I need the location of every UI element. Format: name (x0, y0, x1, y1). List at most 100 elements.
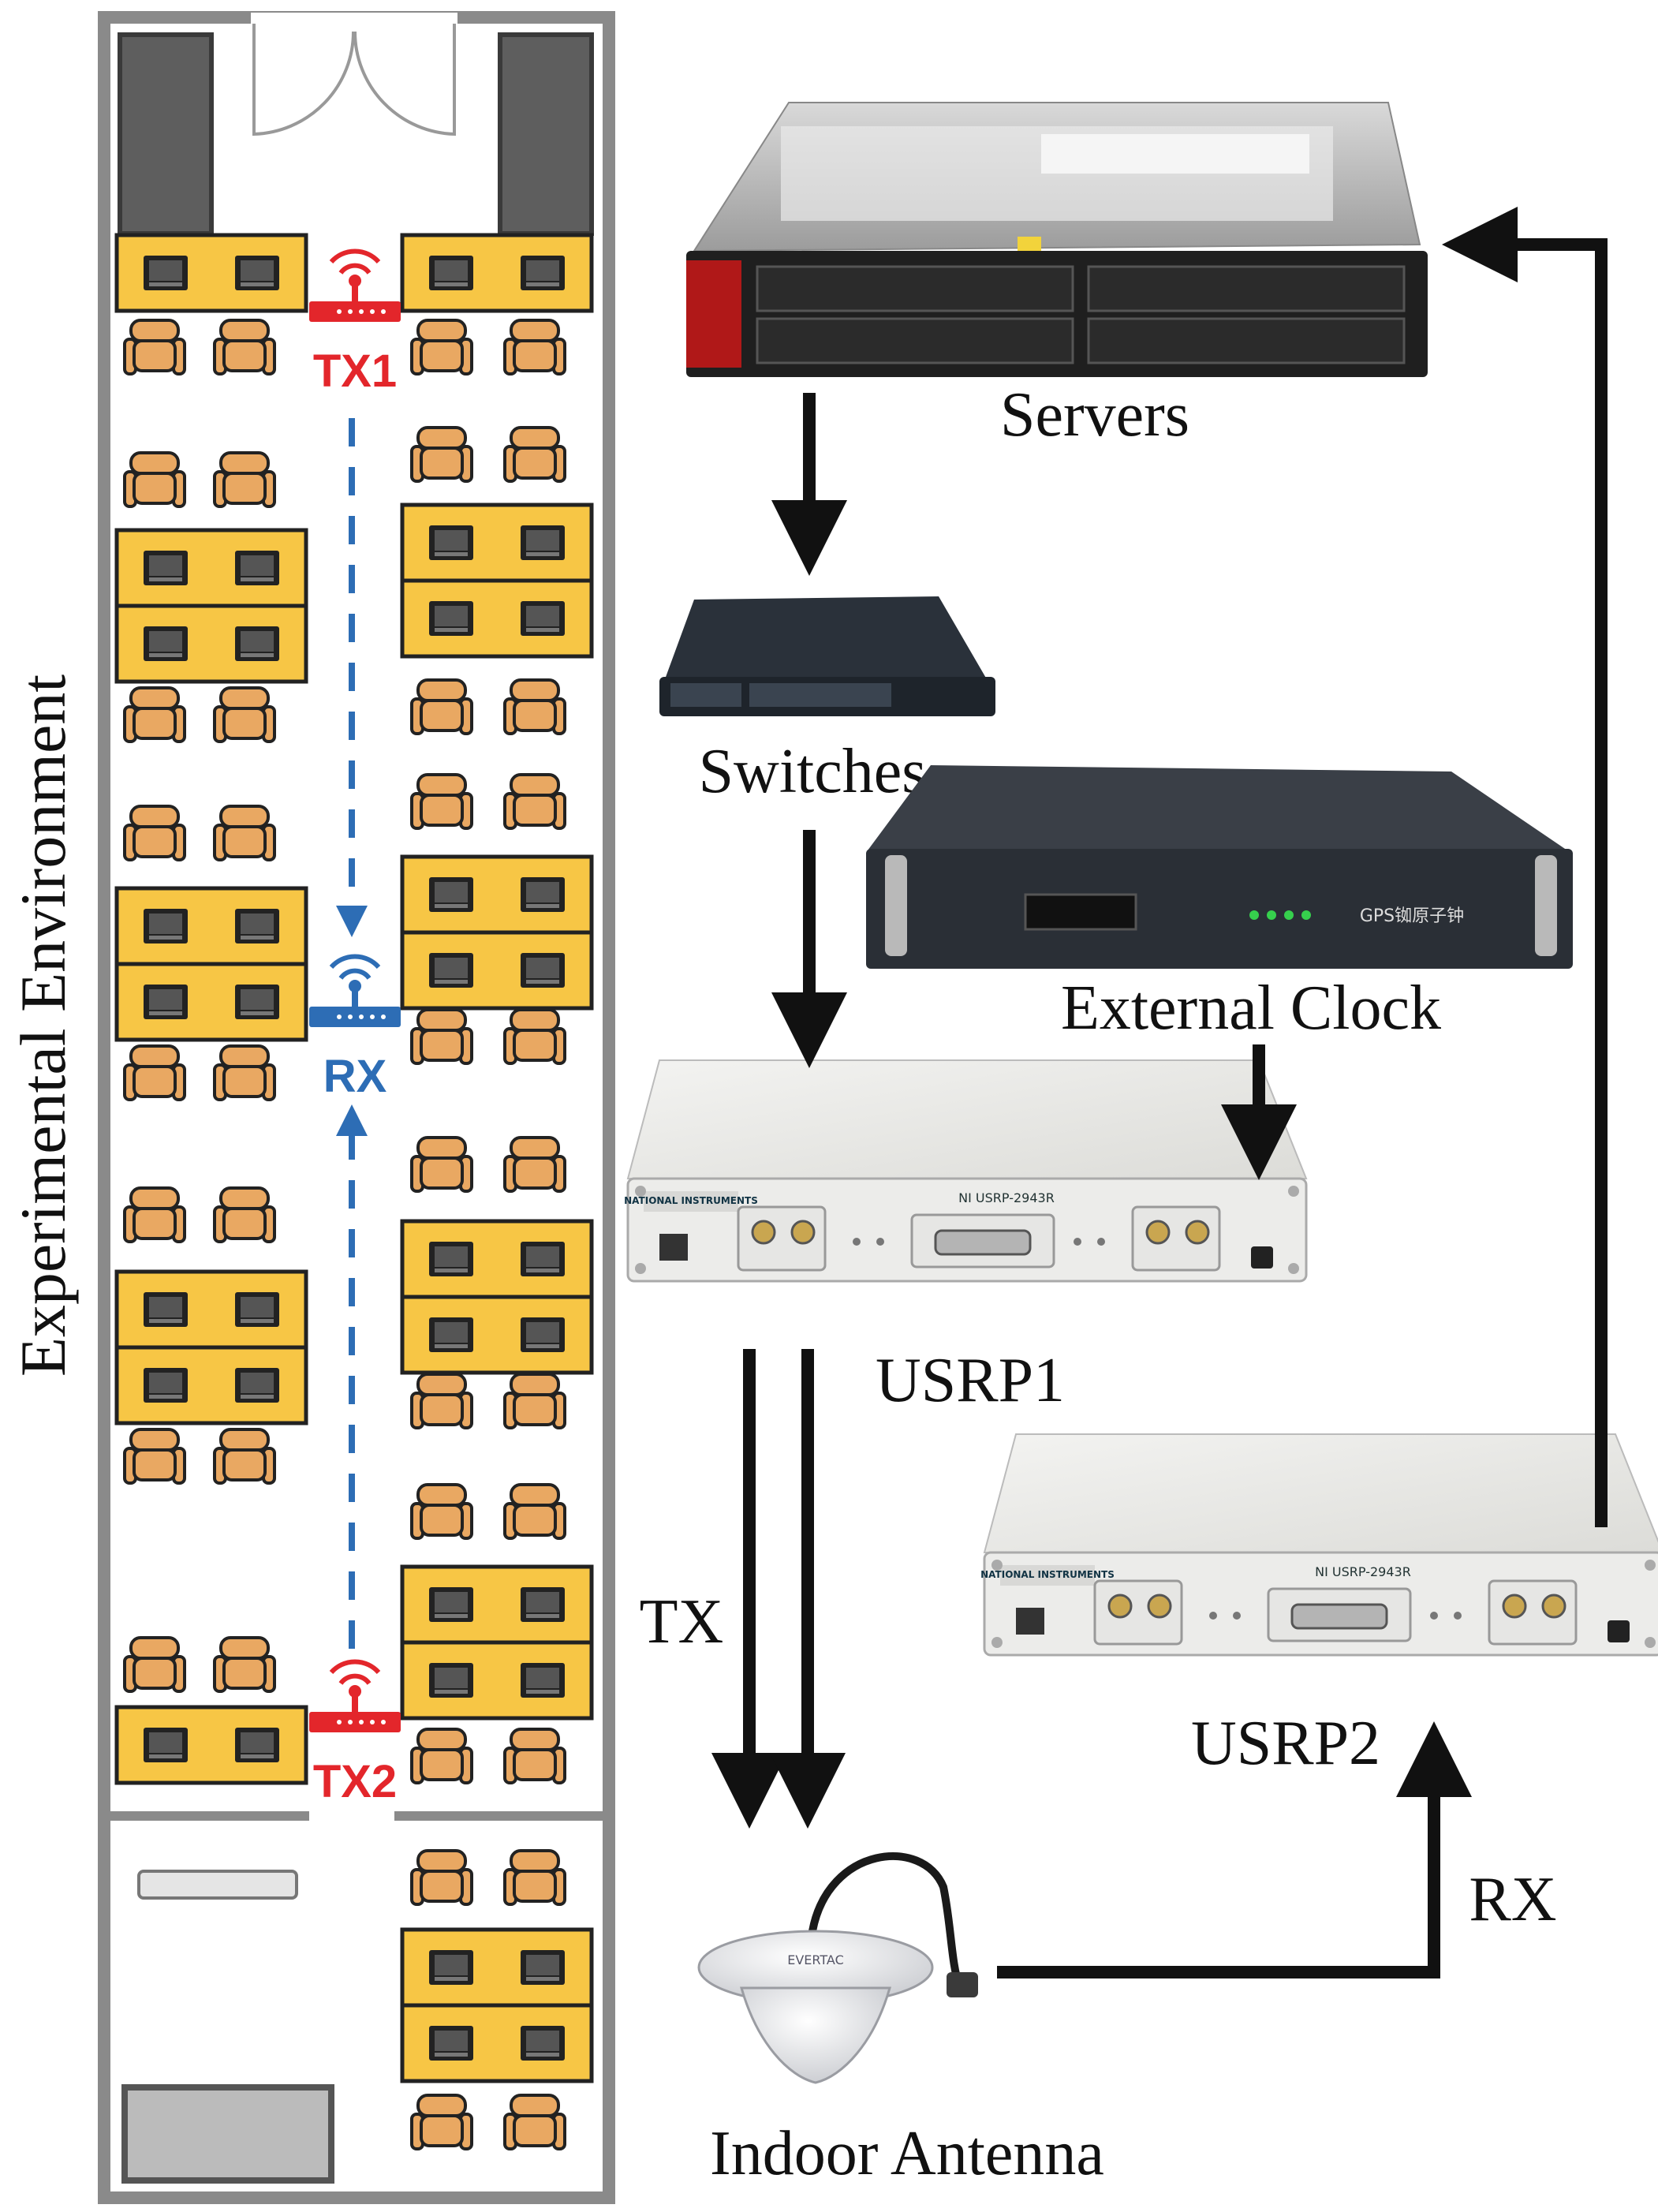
usrp1-image: NI USRP-2943R NATIONAL INSTRUMENTS (624, 1059, 1308, 1283)
laptop-icon (521, 1950, 565, 1985)
laptop-icon (429, 953, 473, 988)
laptop-icon (144, 1292, 188, 1327)
chair-icon (213, 1428, 276, 1485)
laptop-icon (521, 877, 565, 912)
laptop-icon (521, 1663, 565, 1698)
switch-image (659, 596, 995, 716)
laptop-icon (235, 1292, 279, 1327)
usrp2-image: NI USRP-2943R NATIONAL INSTRUMENTS (980, 1433, 1658, 1657)
partition-wall (104, 1811, 309, 1821)
laptop-icon (521, 953, 565, 988)
chair-icon (503, 1728, 566, 1784)
chair-icon (503, 1136, 566, 1193)
usrp2-label: USRP2 (1191, 1709, 1380, 1778)
laptop-icon (144, 1368, 188, 1403)
laptop-icon (144, 256, 188, 290)
svg-text:NATIONAL INSTRUMENTS: NATIONAL INSTRUMENTS (624, 1195, 758, 1206)
laptop-icon (235, 985, 279, 1019)
laptop-icon (144, 551, 188, 585)
chair-icon (503, 319, 566, 376)
chair-icon (213, 1044, 276, 1101)
laptop-icon (144, 985, 188, 1019)
laptop-icon (144, 909, 188, 943)
laptop-icon (521, 1587, 565, 1622)
tx-link-label: TX (640, 1587, 724, 1657)
chair-icon (410, 1373, 473, 1429)
laptop-icon (235, 551, 279, 585)
chair-icon (123, 805, 186, 861)
laptop-icon (235, 256, 279, 290)
chair-icon (123, 451, 186, 508)
chair-icon (213, 686, 276, 743)
floor-plan: TX1 RX TX2 (98, 11, 615, 2204)
chair-icon (503, 1008, 566, 1065)
external-clock-label: External Clock (1061, 973, 1441, 1043)
svg-text:EVERTAC: EVERTAC (787, 1952, 843, 1967)
cabinet-right (498, 32, 594, 236)
external-clock-image: GPS铷原子钟 (866, 765, 1573, 969)
laptop-icon (429, 1242, 473, 1276)
laptop-icon (521, 256, 565, 290)
chair-icon (123, 1636, 186, 1693)
chair-icon (123, 686, 186, 743)
chair-icon (410, 426, 473, 483)
chair-icon (503, 1483, 566, 1540)
laptop-icon (521, 2026, 565, 2061)
chair-icon (410, 1728, 473, 1784)
usrp1-label: USRP1 (876, 1346, 1065, 1415)
switches-label: Switches (699, 737, 927, 806)
laptop-icon (521, 1317, 565, 1352)
chair-icon (213, 451, 276, 508)
chair-icon (503, 1849, 566, 1906)
servers-label: Servers (1000, 380, 1189, 450)
laptop-icon (235, 1368, 279, 1403)
chair-icon (213, 319, 276, 376)
antenna-to-usrp2-rx-arrow (997, 1721, 1472, 1978)
laptop-icon (429, 601, 473, 636)
chair-icon (503, 426, 566, 483)
double-door (252, 24, 456, 136)
svg-text:NI USRP-2943R: NI USRP-2943R (958, 1190, 1055, 1205)
chair-icon (410, 319, 473, 376)
connection-arrows (711, 207, 1608, 1978)
laptop-icon (521, 601, 565, 636)
chair-icon (410, 2094, 473, 2150)
chair-icon (213, 1186, 276, 1243)
chair-icon (123, 1186, 186, 1243)
chair-icon (213, 805, 276, 861)
chair-icon (123, 1044, 186, 1101)
storage-cabinet (121, 2084, 334, 2184)
usrp2-to-servers-arrow (1442, 207, 1608, 1527)
chair-icon (410, 1483, 473, 1540)
clock-panel-text: GPS铷原子钟 (1360, 906, 1464, 926)
chair-icon (123, 1428, 186, 1485)
side-title: Experimental Environment (7, 674, 79, 1377)
svg-text:NATIONAL INSTRUMENTS: NATIONAL INSTRUMENTS (980, 1569, 1115, 1580)
chair-icon (123, 319, 186, 376)
laptop-icon (144, 626, 188, 661)
server-image (686, 102, 1428, 377)
rx-link-label: RX (1469, 1865, 1556, 1934)
rack-unit-small (137, 1870, 298, 1900)
laptop-icon (429, 1663, 473, 1698)
chair-icon (213, 1636, 276, 1693)
chair-icon (410, 678, 473, 735)
laptop-icon (429, 256, 473, 290)
laptop-icon (521, 1242, 565, 1276)
laptop-icon (429, 877, 473, 912)
svg-text:NI USRP-2943R: NI USRP-2943R (1315, 1564, 1411, 1579)
cabinet-left (118, 32, 214, 236)
laptop-icon (429, 1317, 473, 1352)
chair-icon (503, 1373, 566, 1429)
indoor-antenna-image: EVERTAC (697, 1851, 978, 2084)
laptop-icon (235, 909, 279, 943)
laptop-icon (521, 525, 565, 560)
chair-icon (410, 1008, 473, 1065)
laptop-icon (429, 525, 473, 560)
laptop-icon (235, 1728, 279, 1762)
tx2-label: TX2 (313, 1756, 397, 1807)
laptop-icon (235, 626, 279, 661)
tx1-label: TX1 (313, 346, 397, 397)
laptop-icon (144, 1728, 188, 1762)
